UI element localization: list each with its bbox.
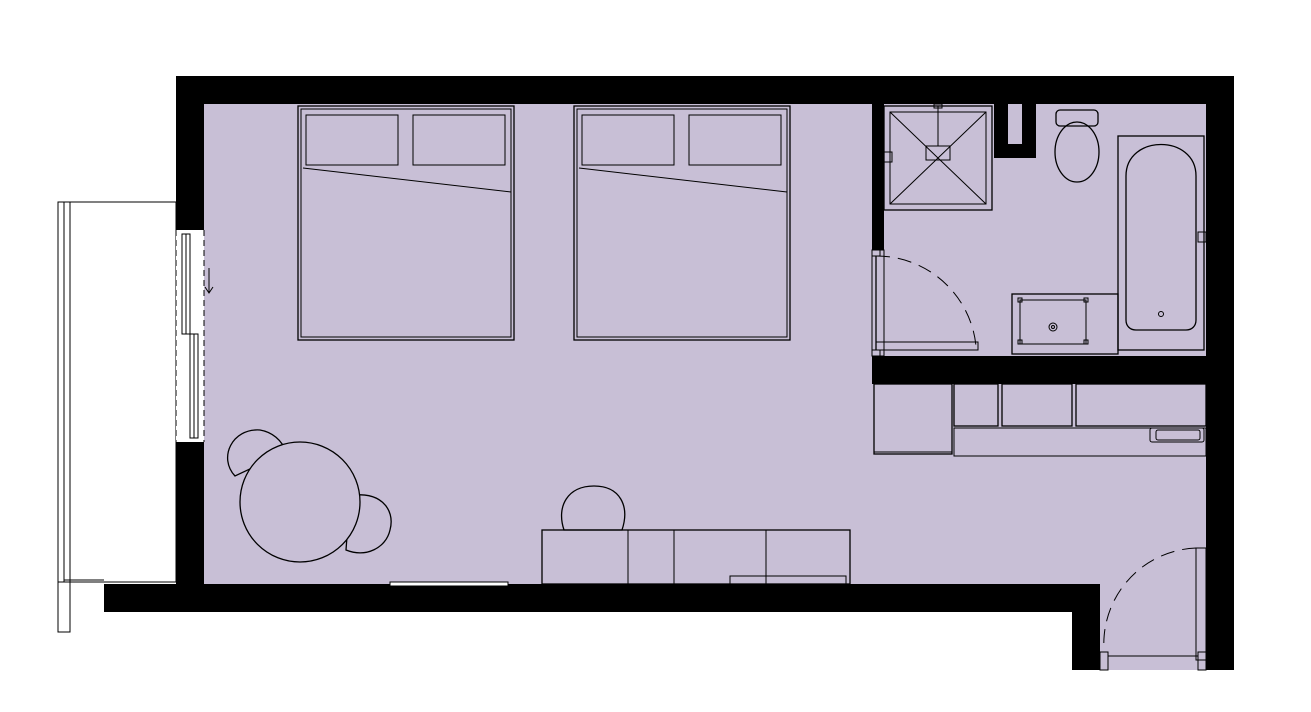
bed-right — [573, 105, 791, 341]
pillow — [305, 114, 399, 166]
kitchenette — [873, 383, 1207, 457]
toilet-bowl — [1054, 121, 1100, 183]
balcony-post — [57, 581, 71, 633]
pillow — [412, 114, 506, 166]
kitchenette-floor — [872, 356, 1206, 586]
drain-icon — [1158, 311, 1164, 317]
pillow — [581, 114, 675, 166]
toilet — [1054, 109, 1100, 183]
slide-arrow-icon — [204, 268, 214, 294]
shower — [883, 103, 993, 211]
desk-unit — [541, 485, 851, 585]
desk-chair — [560, 485, 626, 531]
pillow — [688, 114, 782, 166]
balcony-floor — [57, 201, 177, 583]
bathroom-floor — [872, 104, 1206, 356]
bed-left — [297, 105, 515, 341]
chair — [345, 494, 392, 554]
walls — [104, 76, 1234, 670]
dining-table — [239, 441, 361, 563]
drain-icon — [1048, 322, 1058, 332]
bathtub — [1117, 135, 1207, 351]
entry-door[interactable] — [1099, 547, 1207, 671]
dining-set — [226, 429, 392, 563]
bathroom-door[interactable] — [871, 249, 979, 357]
toilet-tank — [1055, 109, 1099, 127]
washbasin — [1011, 293, 1119, 355]
balcony — [57, 201, 177, 633]
kitchen-sink — [1149, 427, 1205, 443]
balcony-sliding-door[interactable] — [175, 230, 214, 442]
